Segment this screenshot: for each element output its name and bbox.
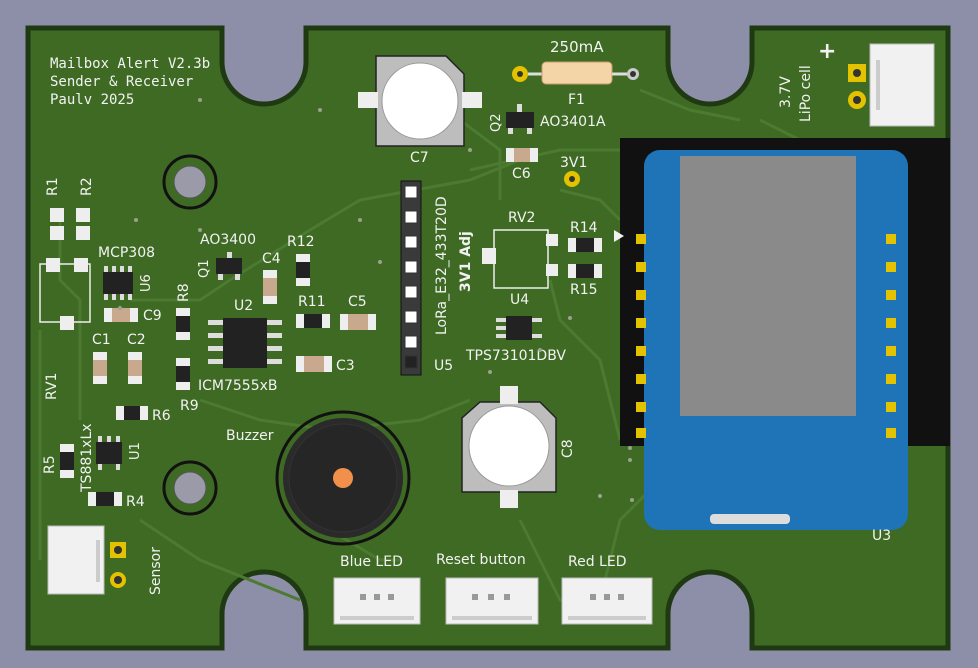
transistor-q2 [506, 104, 534, 134]
module-u3 [614, 138, 950, 530]
label-blue-led: Blue LED [340, 554, 403, 570]
label-r12: R12 [287, 234, 315, 250]
fuse-f1 [512, 61, 639, 85]
label-r5: R5 [42, 455, 58, 474]
resistor-r1 [50, 208, 64, 240]
label-3v1: 3V1 [560, 155, 587, 171]
label-sensor: Sensor [148, 547, 164, 595]
label-lipo-3v7: 3.7V [778, 76, 794, 108]
board-title-line1: Mailbox Alert V2.3b [50, 56, 210, 72]
label-c2: C2 [127, 332, 146, 348]
ic-u1 [96, 436, 122, 470]
label-u2: U2 [234, 298, 253, 314]
label-c3: C3 [336, 358, 355, 374]
label-icm7555: ICM7555xB [198, 378, 278, 394]
label-fuse-value: 250mA [550, 38, 604, 56]
label-lora-e32: LoRa_E32_433T20D [434, 196, 450, 335]
label-mcp308: MCP308 [98, 245, 155, 261]
ic-u6 [103, 266, 133, 300]
label-ao3400: AO3400 [200, 232, 256, 248]
capacitor-c5 [340, 314, 376, 330]
capacitor-c3 [296, 356, 332, 372]
transistor-q1 [216, 252, 242, 280]
label-r6: R6 [152, 408, 171, 424]
label-q2: Q2 [489, 113, 504, 132]
label-c5: C5 [348, 294, 367, 310]
resistor-r2 [76, 208, 90, 240]
label-u3: U3 [872, 528, 891, 544]
label-u1: U1 [128, 442, 143, 460]
label-rv1: RV1 [44, 373, 60, 400]
capacitor-c6 [506, 148, 538, 162]
label-ts881: TS881xLx [79, 423, 95, 493]
resistor-r5 [60, 444, 74, 478]
label-reset-button: Reset button [436, 552, 526, 568]
label-c7: C7 [410, 150, 429, 166]
label-r15: R15 [570, 282, 598, 298]
capacitor-c7 [358, 55, 482, 147]
resistor-r4 [88, 492, 122, 506]
trimmer-rv2 [482, 229, 558, 289]
rv1-pad-2 [74, 258, 88, 272]
label-c6: C6 [512, 166, 531, 182]
label-r14: R14 [570, 220, 598, 236]
capacitor-c4 [263, 270, 277, 304]
mounting-hole-bottom [162, 460, 218, 516]
label-tps73101: TPS73101DBV [465, 348, 566, 364]
label-c4: C4 [262, 251, 281, 267]
resistor-r15 [568, 264, 602, 278]
resistor-r11 [296, 314, 330, 328]
label-buzzer: Buzzer [226, 428, 274, 444]
label-r9: R9 [180, 398, 199, 414]
label-rv2: RV2 [508, 210, 535, 226]
label-r8: R8 [176, 283, 192, 302]
capacitor-c9 [104, 308, 138, 322]
ic-u2 [208, 318, 282, 368]
label-c1: C1 [92, 332, 111, 348]
resistor-r12 [296, 254, 310, 286]
connector-lipo [848, 43, 935, 127]
test-point-3v1 [564, 171, 580, 187]
vias [118, 98, 634, 502]
buzzer [275, 410, 411, 546]
label-r4: R4 [126, 494, 145, 510]
capacitor-c8 [461, 386, 557, 508]
rv1-pad-3 [60, 316, 74, 330]
resistor-r8 [176, 308, 190, 340]
header-u5-lora [400, 180, 422, 376]
label-c8: C8 [560, 439, 576, 458]
rv1-pad-1 [46, 258, 60, 272]
connector-red-led [561, 577, 653, 625]
label-r2: R2 [79, 177, 95, 196]
resistor-r6 [116, 406, 148, 420]
label-r1: R1 [45, 177, 61, 196]
label-plus: + [818, 39, 836, 64]
label-u4: U4 [510, 292, 529, 308]
capacitor-c1 [93, 352, 107, 384]
label-3v1-adj: 3V1 Adj [458, 231, 474, 292]
label-red-led: Red LED [568, 554, 626, 570]
label-r11: R11 [298, 294, 326, 310]
board-title-line3: Paulv 2025 [50, 92, 134, 108]
board-title-line2: Sender & Receiver [50, 74, 193, 90]
connector-sensor [47, 525, 126, 595]
mounting-hole-top [162, 154, 218, 210]
capacitor-c2 [128, 352, 142, 384]
label-q1: Q1 [197, 259, 212, 278]
resistor-r14 [568, 238, 602, 252]
label-fuse-ref: F1 [568, 92, 585, 108]
ic-u4 [496, 316, 542, 340]
resistor-r9 [176, 358, 190, 390]
label-c9: C9 [143, 308, 162, 324]
label-u6: U6 [139, 274, 154, 292]
connector-blue-led [333, 577, 421, 625]
label-ao3401a: AO3401A [540, 114, 606, 130]
label-u5: U5 [434, 358, 453, 374]
connector-reset-button [445, 577, 539, 625]
label-lipo-cell: LiPo cell [798, 65, 814, 122]
